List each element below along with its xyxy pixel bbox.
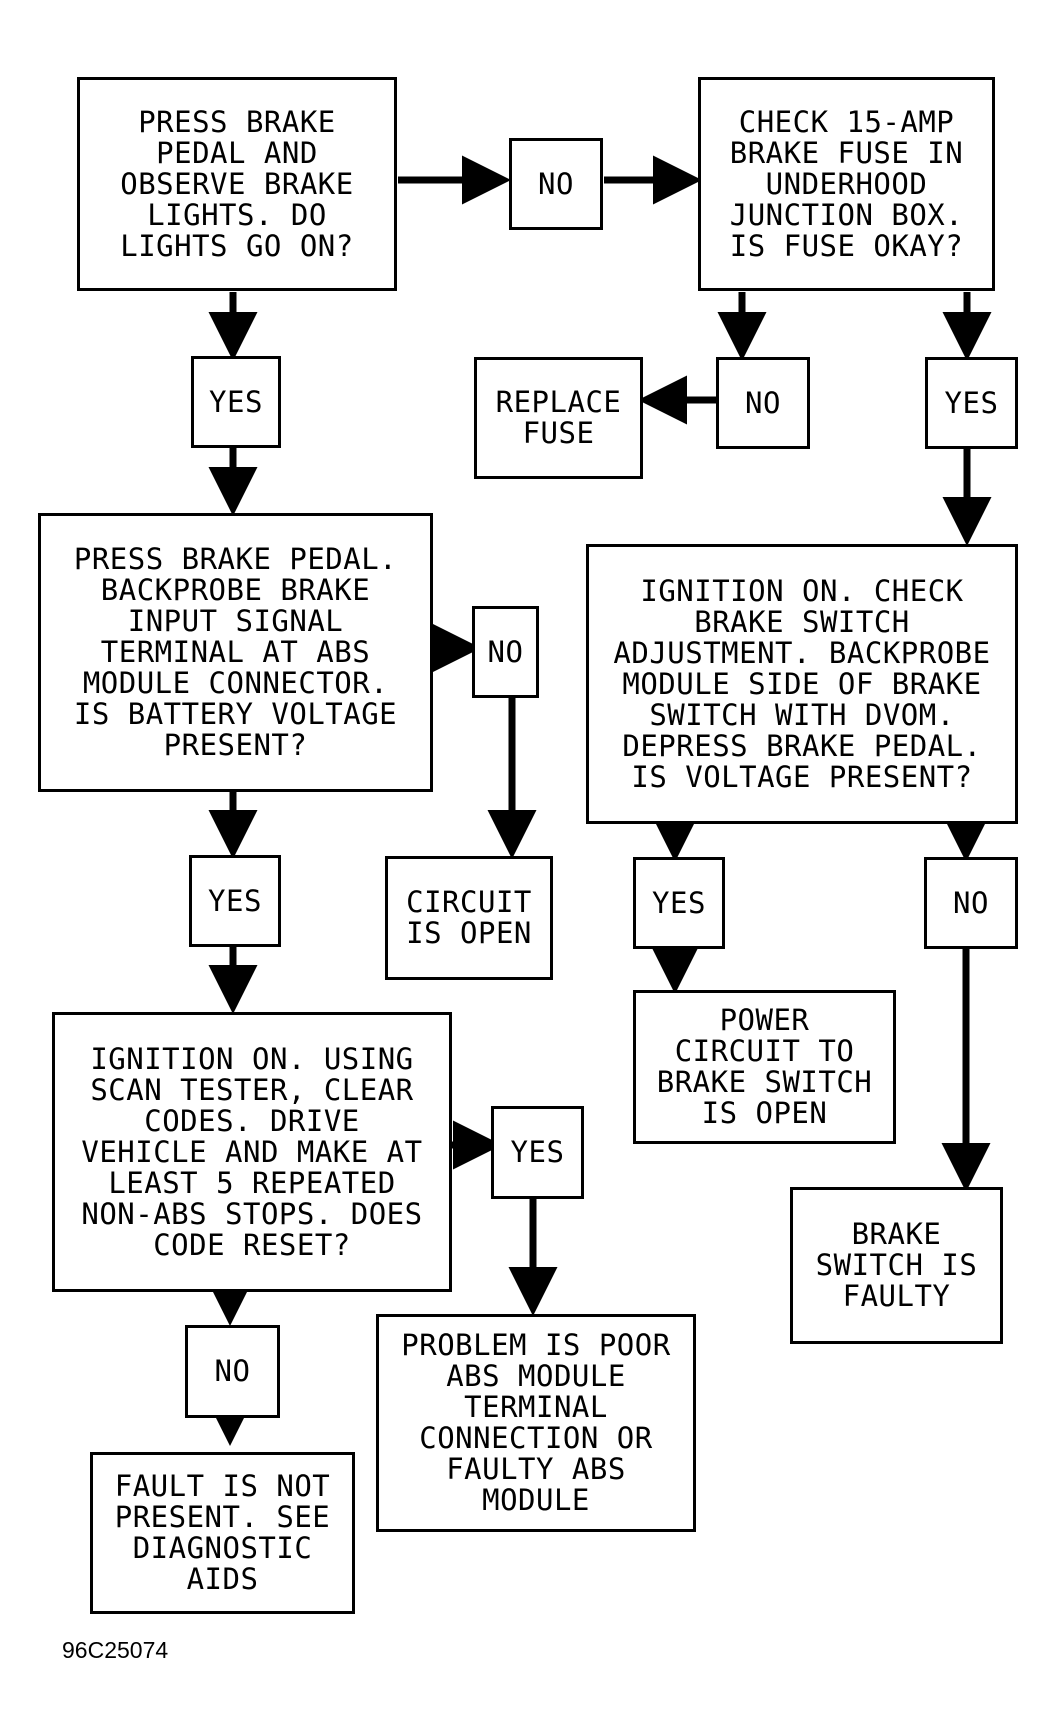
fault-not-present-box: FAULT IS NOT PRESENT. SEE DIAGNOSTIC AID… <box>90 1452 355 1614</box>
ignition-check-box: IGNITION ON. CHECK BRAKE SWITCH ADJUSTME… <box>586 544 1018 824</box>
yes-label-5: YES <box>491 1106 584 1199</box>
no-label-2: NO <box>716 357 810 449</box>
backprobe-input-box: PRESS BRAKE PEDAL. BACKPROBE BRAKE INPUT… <box>38 513 433 792</box>
scan-tester-box: IGNITION ON. USING SCAN TESTER, CLEAR CO… <box>52 1012 452 1292</box>
circuit-open-box: CIRCUIT IS OPEN <box>385 856 553 980</box>
no-label-4: NO <box>924 857 1018 949</box>
no-label-5: NO <box>185 1325 280 1418</box>
figure-code: 96C25074 <box>62 1637 169 1663</box>
no-label-1: NO <box>509 138 603 230</box>
yes-label-4: YES <box>633 857 725 949</box>
switch-faulty-box: BRAKE SWITCH IS FAULTY <box>790 1187 1003 1344</box>
press-brake-box: PRESS BRAKE PEDAL AND OBSERVE BRAKE LIGH… <box>77 77 397 291</box>
power-circuit-open-box: POWER CIRCUIT TO BRAKE SWITCH IS OPEN <box>633 990 896 1144</box>
yes-label-2: YES <box>925 357 1018 449</box>
yes-label-3: YES <box>189 855 281 947</box>
yes-label-1: YES <box>191 356 281 448</box>
check-fuse-box: CHECK 15-AMP BRAKE FUSE IN UNDERHOOD JUN… <box>698 77 995 291</box>
problem-poor-box: PROBLEM IS POOR ABS MODULE TERMINAL CONN… <box>376 1314 696 1532</box>
no-label-3: NO <box>472 606 539 698</box>
replace-fuse-box: REPLACE FUSE <box>474 357 643 479</box>
